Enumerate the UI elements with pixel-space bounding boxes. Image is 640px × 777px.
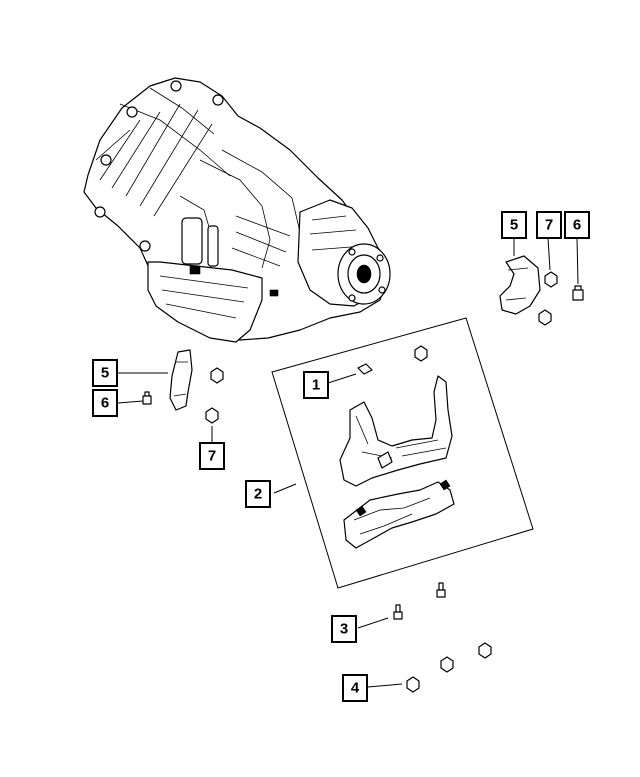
bolt-3a <box>436 582 446 598</box>
svg-text:6: 6 <box>573 217 581 234</box>
bolt-6-right <box>572 285 584 301</box>
nut-7-right <box>544 271 558 288</box>
callout-4: 4 <box>342 674 368 702</box>
callout-2: 2 <box>245 480 271 508</box>
callout-7-right: 7 <box>536 211 562 239</box>
mount-bracket <box>339 375 453 487</box>
nut-4b <box>440 656 454 673</box>
callout-1: 1 <box>303 371 329 399</box>
nut-4a <box>478 642 492 659</box>
crossmember <box>343 481 455 549</box>
kit-frame-group <box>271 317 534 589</box>
svg-text:1: 1 <box>312 377 320 394</box>
callout-3: 3 <box>331 615 357 643</box>
callout-5-left: 5 <box>92 359 118 387</box>
mount-insulator-right <box>499 255 541 315</box>
nut-4c <box>406 676 420 693</box>
svg-text:2: 2 <box>254 486 262 503</box>
kit-frame <box>271 317 534 589</box>
svg-text:5: 5 <box>510 217 518 234</box>
svg-text:7: 7 <box>208 448 216 465</box>
callout-6-left: 6 <box>92 389 118 417</box>
svg-text:4: 4 <box>351 680 360 697</box>
svg-text:6: 6 <box>101 395 109 412</box>
right-mount-group <box>499 237 584 326</box>
svg-text:3: 3 <box>340 621 348 638</box>
left-mount-group <box>117 349 224 444</box>
bolt-6-left <box>142 391 152 405</box>
mount-insulator-left <box>169 349 193 411</box>
nut-7-left <box>205 407 219 424</box>
bushing-1 <box>357 363 373 375</box>
callout-5-right: 5 <box>501 211 527 239</box>
callout-6-right: 6 <box>564 211 590 239</box>
nut-group-4 <box>367 642 492 693</box>
callout-7-left: 7 <box>199 442 225 470</box>
svg-text:5: 5 <box>101 365 109 382</box>
transmission-assembly <box>83 77 391 343</box>
svg-text:7: 7 <box>545 217 553 234</box>
bolt-3b <box>393 604 403 620</box>
bolt-group-3 <box>357 582 446 629</box>
